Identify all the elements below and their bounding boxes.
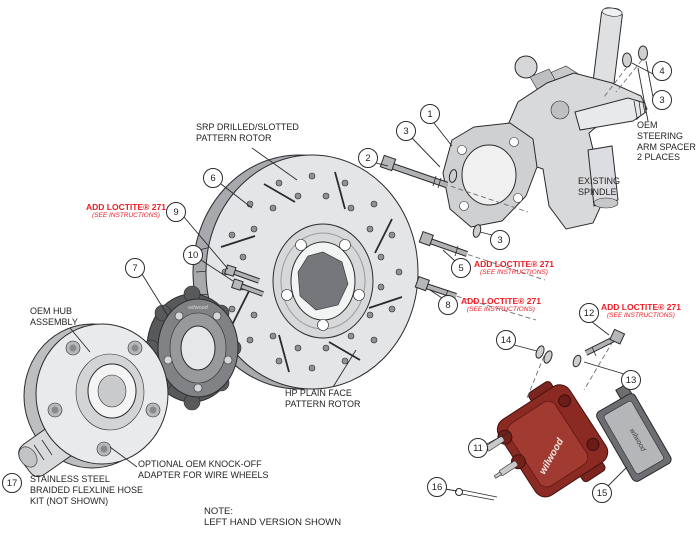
callout-5: 5: [451, 258, 471, 278]
kingpin-boss: [550, 100, 570, 120]
rotor: [192, 154, 419, 390]
ball-joint: [514, 55, 538, 79]
leader-lines: [69, 60, 654, 492]
label-loctite-2: ADD LOCTITE® 271 (SEE INSTRUCTIONS): [474, 259, 554, 276]
loctite-line1: ADD LOCTITE® 271: [86, 202, 166, 212]
label-hp-rotor: HP PLAIN FACE PATTERN ROTOR: [285, 388, 361, 409]
callout-2: 2: [358, 148, 378, 168]
caliper-bolt: [584, 328, 626, 357]
bracket-bolt-short: [414, 275, 457, 300]
steering-arm: [592, 7, 623, 95]
callout-13: 13: [621, 370, 641, 390]
label-flexline-kit: STAINLESS STEEL BRAIDED FLEXLINE HOSE KI…: [30, 474, 144, 506]
callout-8: 8: [438, 295, 458, 315]
spindle-assembly: [496, 7, 648, 230]
callout-12: 12: [579, 303, 599, 323]
loctite-line2: (SEE INSTRUCTIONS): [607, 312, 675, 319]
callout-4: 4: [652, 61, 672, 81]
callout-11: 11: [468, 438, 488, 458]
brand-knockoff-adapter: wilwood: [188, 305, 209, 311]
bracket-bolt-mid: [418, 230, 468, 257]
caliper-bracket: [442, 122, 538, 228]
label-loctite-1: ADD LOCTITE® 271 (SEE INSTRUCTIONS): [86, 202, 166, 219]
callout-3: 3: [490, 230, 510, 250]
callout-1: 1: [420, 104, 440, 124]
caliper-washer: [572, 354, 582, 368]
loctite-line1: ADD LOCTITE® 271: [461, 296, 541, 306]
callout-7: 7: [125, 258, 145, 278]
steering-arm-spacer: [622, 52, 632, 68]
fasteners: [224, 154, 626, 501]
label-oem-hub: OEM HUB ASSEMBLY: [30, 306, 78, 327]
loctite-line2: (SEE INSTRUCTIONS): [480, 269, 548, 276]
rotor-center-bore: [297, 251, 349, 311]
label-srp-rotor: SRP DRILLED/SLOTTED PATTERN ROTOR: [196, 122, 299, 143]
hub-assembly: [18, 323, 169, 478]
callout-10: 10: [183, 245, 203, 265]
label-knockoff-adapter: OPTIONAL OEM KNOCK-OFF ADAPTER FOR WIRE …: [138, 459, 269, 480]
shim-washer: [543, 350, 553, 364]
bracket-bolt-long: [379, 154, 449, 189]
callout-15: 15: [592, 483, 612, 503]
label-loctite-3: ADD LOCTITE® 271 (SEE INSTRUCTIONS): [461, 296, 541, 313]
loctite-line1: ADD LOCTITE® 271: [601, 302, 681, 312]
callout-16: 16: [427, 477, 447, 497]
callout-9: 9: [166, 202, 186, 222]
flat-washer: [448, 169, 458, 183]
steering-arm-nut: [638, 45, 648, 61]
loctite-line2: (SEE INSTRUCTIONS): [92, 212, 160, 219]
caliper: wilwood: [480, 381, 609, 498]
adapter-bolt: [231, 278, 264, 297]
callout-17: 17: [2, 473, 22, 493]
spindle-lower-cylinder: [587, 145, 619, 207]
label-existing-spindle: EXISTING SPINDLE: [578, 176, 621, 197]
label-loctite-4: ADD LOCTITE® 271 (SEE INSTRUCTIONS): [601, 302, 681, 319]
callout-14: 14: [496, 330, 516, 350]
brake-pad: wilwood: [596, 383, 672, 482]
cotter-pin: [455, 488, 498, 501]
rotor-hat: [272, 223, 374, 339]
knockoff-adapter: wilwood: [142, 285, 242, 411]
callout-3: 3: [396, 121, 416, 141]
label-steering-arm-spacer: OEM STEERING ARM SPACER 2 PLACES: [637, 120, 696, 163]
rotor-slots: [220, 171, 403, 373]
loctite-line2: (SEE INSTRUCTIONS): [467, 306, 535, 313]
callout-3: 3: [652, 90, 672, 110]
callout-6: 6: [203, 168, 223, 188]
label-note: NOTE: LEFT HAND VERSION SHOWN: [204, 506, 342, 529]
loctite-line1: ADD LOCTITE® 271: [474, 259, 554, 269]
wheel-studs: [47, 340, 161, 457]
